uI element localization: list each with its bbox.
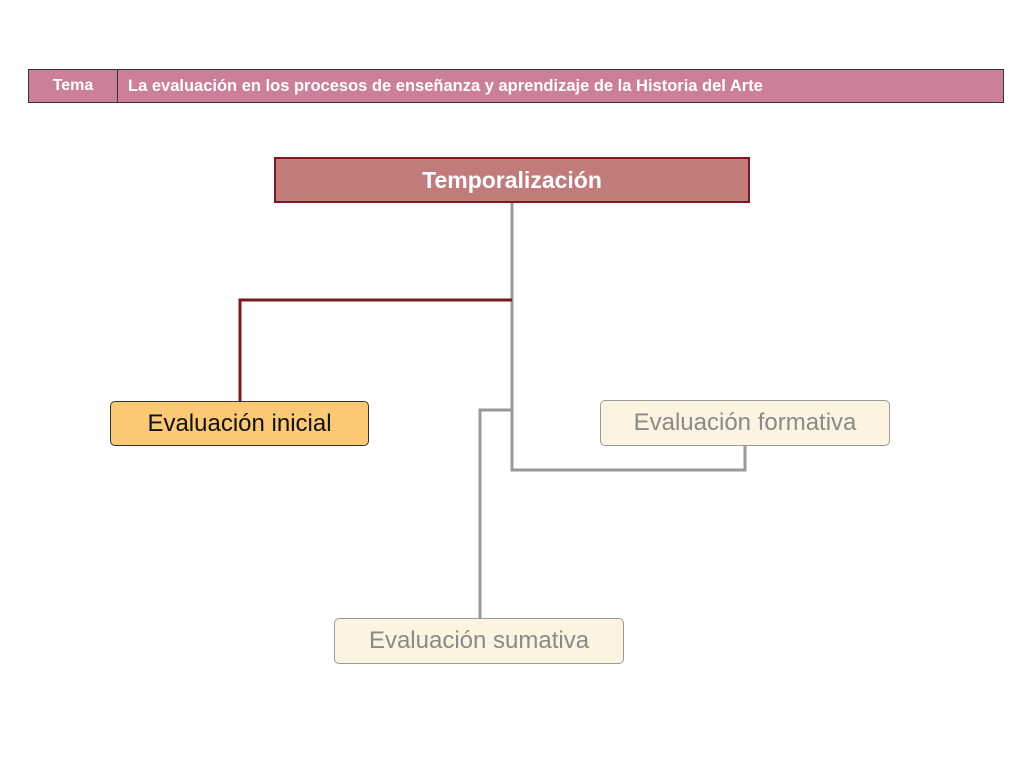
node-temporalizacion: Temporalización — [274, 157, 750, 203]
topic-header: Tema La evaluación en los procesos de en… — [28, 69, 1004, 103]
topic-label: Tema — [29, 70, 118, 102]
connector-inicial — [238, 298, 512, 401]
topic-title: La evaluación en los procesos de enseñan… — [128, 76, 763, 95]
connector-sumativa — [478, 408, 512, 618]
connector-formativa — [510, 203, 747, 472]
node-evaluacion-sumativa[interactable]: Evaluación sumativa — [334, 618, 624, 664]
node-evaluacion-formativa[interactable]: Evaluación formativa — [600, 400, 890, 446]
node-evaluacion-inicial[interactable]: Evaluación inicial — [110, 401, 369, 446]
